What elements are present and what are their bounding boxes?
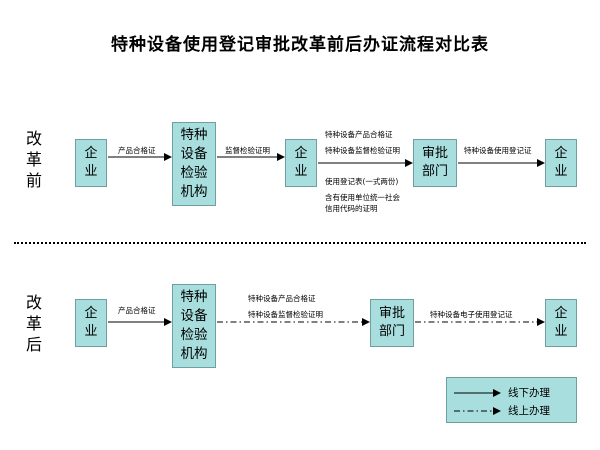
edge-label-docs-line: 特种设备监督检验证明 — [325, 146, 400, 155]
legend-offline-label: 线下办理 — [508, 387, 550, 399]
box-text: 企 — [554, 146, 568, 161]
box-text: 检验 — [180, 165, 208, 181]
edge-label-product-cert: 产品合格证 — [118, 306, 156, 315]
box-text: 企 — [554, 306, 568, 321]
row-label-before-char: 改 — [25, 129, 42, 148]
row-label-before: 改 革 前 — [24, 128, 44, 191]
box-text: 业 — [294, 164, 308, 179]
row-label-after: 改 革 后 — [24, 292, 44, 355]
edge-label-docs-line: 特种设备监督检验证明 — [248, 310, 323, 319]
box-text: 特种 — [180, 289, 208, 305]
before-enterprise3-box: 企业 — [545, 139, 577, 187]
box-text: 检验 — [180, 327, 208, 343]
edge-label-supervision-cert: 监督检验证明 — [225, 146, 270, 155]
before-enterprise-box: 企业 — [75, 139, 107, 187]
section-divider — [14, 242, 586, 244]
box-text: 部门 — [378, 324, 405, 339]
after-enterprise3-box: 企业 — [545, 299, 577, 347]
row-label-after-char: 改 — [25, 293, 42, 312]
edge-label-docs-line: 特种设备产品合格证 — [248, 294, 316, 303]
box-text: 业 — [84, 324, 98, 339]
edge-label-result: 特种设备电子使用登记证 — [430, 310, 513, 319]
row-label-after-char: 后 — [25, 335, 42, 354]
before-approval-box: 审批部门 — [413, 139, 457, 187]
after-inspection-box: 特种设备检验机构 — [172, 284, 216, 368]
box-text: 业 — [554, 164, 568, 179]
box-text: 机构 — [180, 346, 208, 362]
before-enterprise2-box: 企业 — [285, 139, 317, 187]
box-text: 部门 — [421, 164, 448, 179]
page-title: 特种设备使用登记审批改革前后办证流程对比表 — [111, 35, 489, 55]
row-label-before-char: 前 — [25, 171, 42, 190]
row-label-after-char: 革 — [25, 314, 42, 333]
box-text: 企 — [84, 306, 98, 321]
legend-online-label: 线上办理 — [508, 405, 550, 417]
box-text: 审批 — [378, 306, 405, 321]
box-text: 审批 — [421, 146, 448, 161]
box-text: 企 — [84, 146, 98, 161]
edge-label-docs-line: 信用代码的证明 — [325, 204, 378, 213]
edge-label-docs-line: 含有使用单位统一社会 — [325, 193, 400, 202]
box-text: 业 — [554, 324, 568, 339]
legend-box — [446, 377, 577, 423]
box-text: 业 — [84, 164, 98, 179]
box-text: 设备 — [180, 146, 208, 162]
edge-label-product-cert: 产品合格证 — [118, 146, 156, 155]
box-text: 特种 — [180, 127, 208, 143]
after-enterprise-box: 企业 — [75, 299, 107, 347]
box-text: 企 — [294, 146, 308, 161]
box-text: 机构 — [180, 184, 208, 200]
edge-label-docs-line: 使用登记表(一式两份) — [325, 177, 399, 186]
edge-label-docs-line: 特种设备产品合格证 — [325, 130, 393, 139]
row-label-before-char: 革 — [25, 150, 42, 169]
edge-label-result: 特种设备使用登记证 — [464, 146, 532, 155]
before-inspection-box: 特种设备检验机构 — [172, 122, 216, 206]
box-text: 设备 — [180, 308, 208, 324]
after-approval-box: 审批部门 — [370, 299, 414, 347]
